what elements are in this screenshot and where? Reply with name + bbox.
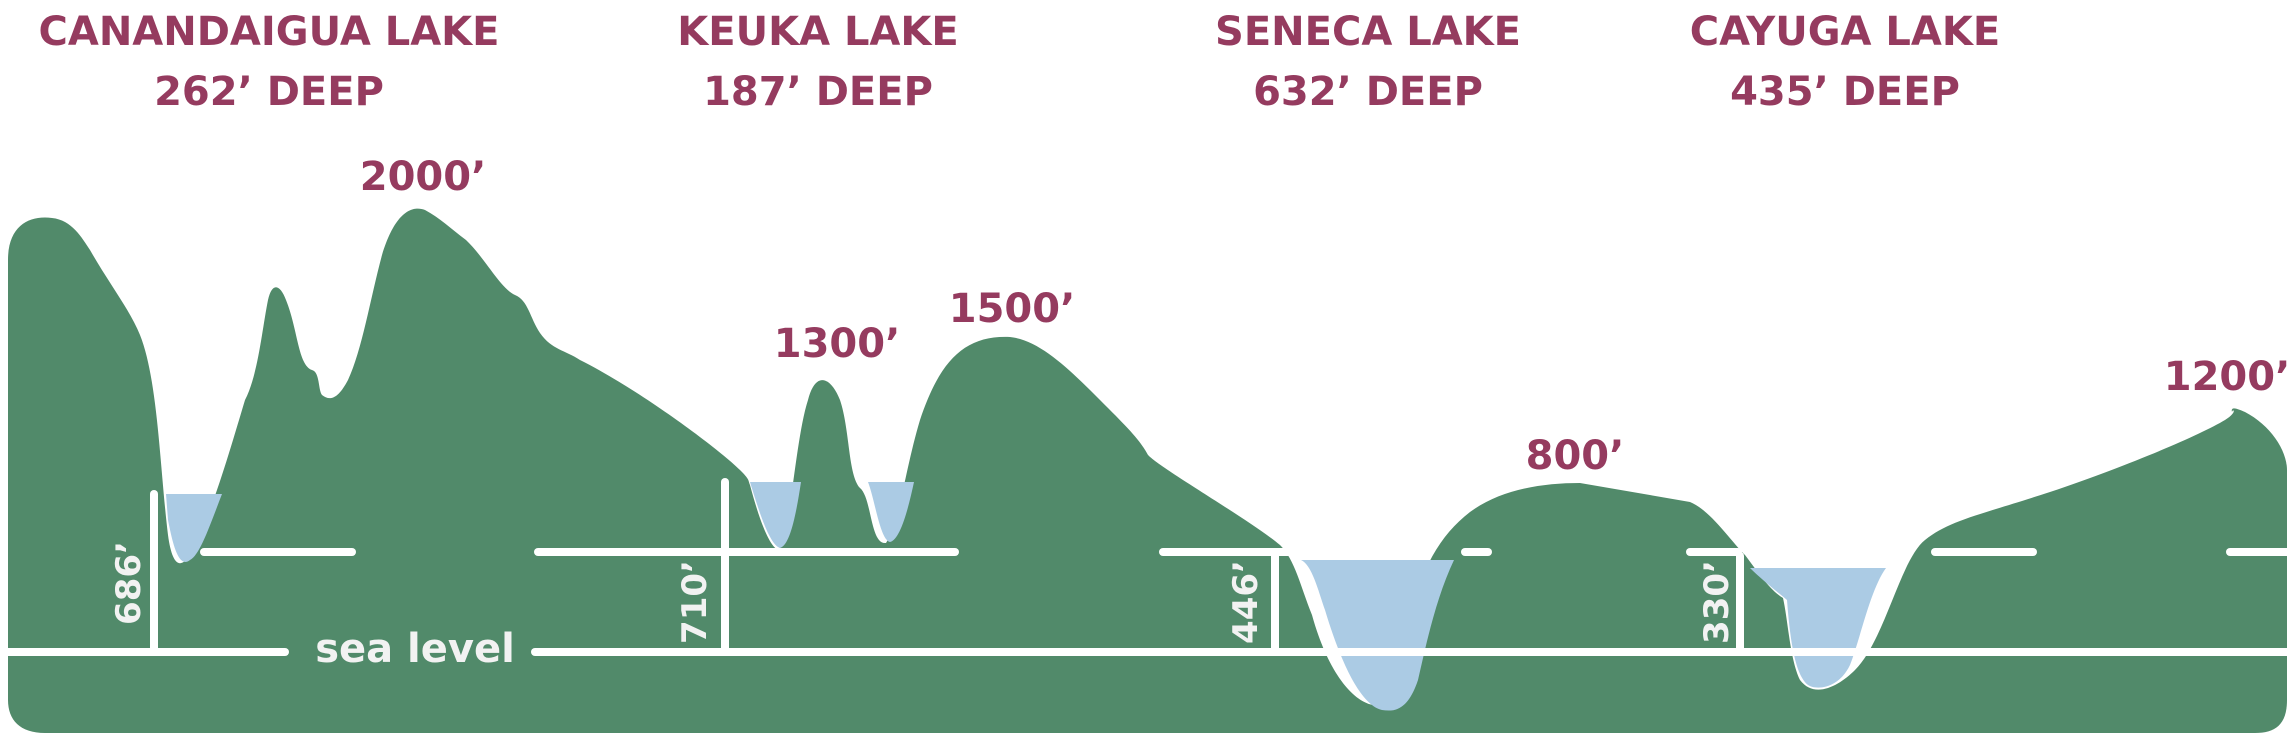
cayuga-lake-title: CAYUGA LAKE — [1690, 9, 2000, 55]
peak-label-1500: 1500’ — [949, 286, 1076, 332]
canandaigua-lake-title: CANANDAIGUA LAKE — [39, 9, 500, 55]
sea-level-label: sea level — [315, 626, 515, 672]
keuka-lake-title: KEUKA LAKE — [677, 9, 958, 55]
peak-label-1200: 1200’ — [2164, 354, 2291, 400]
peak-label-800: 800’ — [1526, 433, 1625, 479]
keuka-lake-east-arm-water — [868, 482, 914, 542]
peak-label-2000: 2000’ — [360, 154, 487, 200]
elevation-label-keuka: 710’ — [675, 560, 715, 644]
elevation-label-seneca: 446’ — [1226, 560, 1266, 644]
seneca-lake-title: SENECA LAKE — [1215, 9, 1521, 55]
canandaigua-lake-water — [166, 494, 222, 562]
cayuga-lake-depth: 435’ DEEP — [1730, 69, 1960, 115]
keuka-lake-depth: 187’ DEEP — [703, 69, 933, 115]
land-profile — [8, 208, 2287, 733]
elevation-label-cayuga: 330’ — [1697, 560, 1737, 644]
cayuga-lake-water — [1750, 568, 1886, 688]
elevation-label-canandaigua: 686’ — [109, 541, 149, 625]
seneca-lake-depth: 632’ DEEP — [1253, 69, 1483, 115]
keuka-lake-west-arm-water — [750, 482, 801, 548]
canandaigua-lake-depth: 262’ DEEP — [154, 69, 384, 115]
seneca-lake-water — [1301, 560, 1454, 711]
peak-label-1300: 1300’ — [774, 321, 901, 367]
